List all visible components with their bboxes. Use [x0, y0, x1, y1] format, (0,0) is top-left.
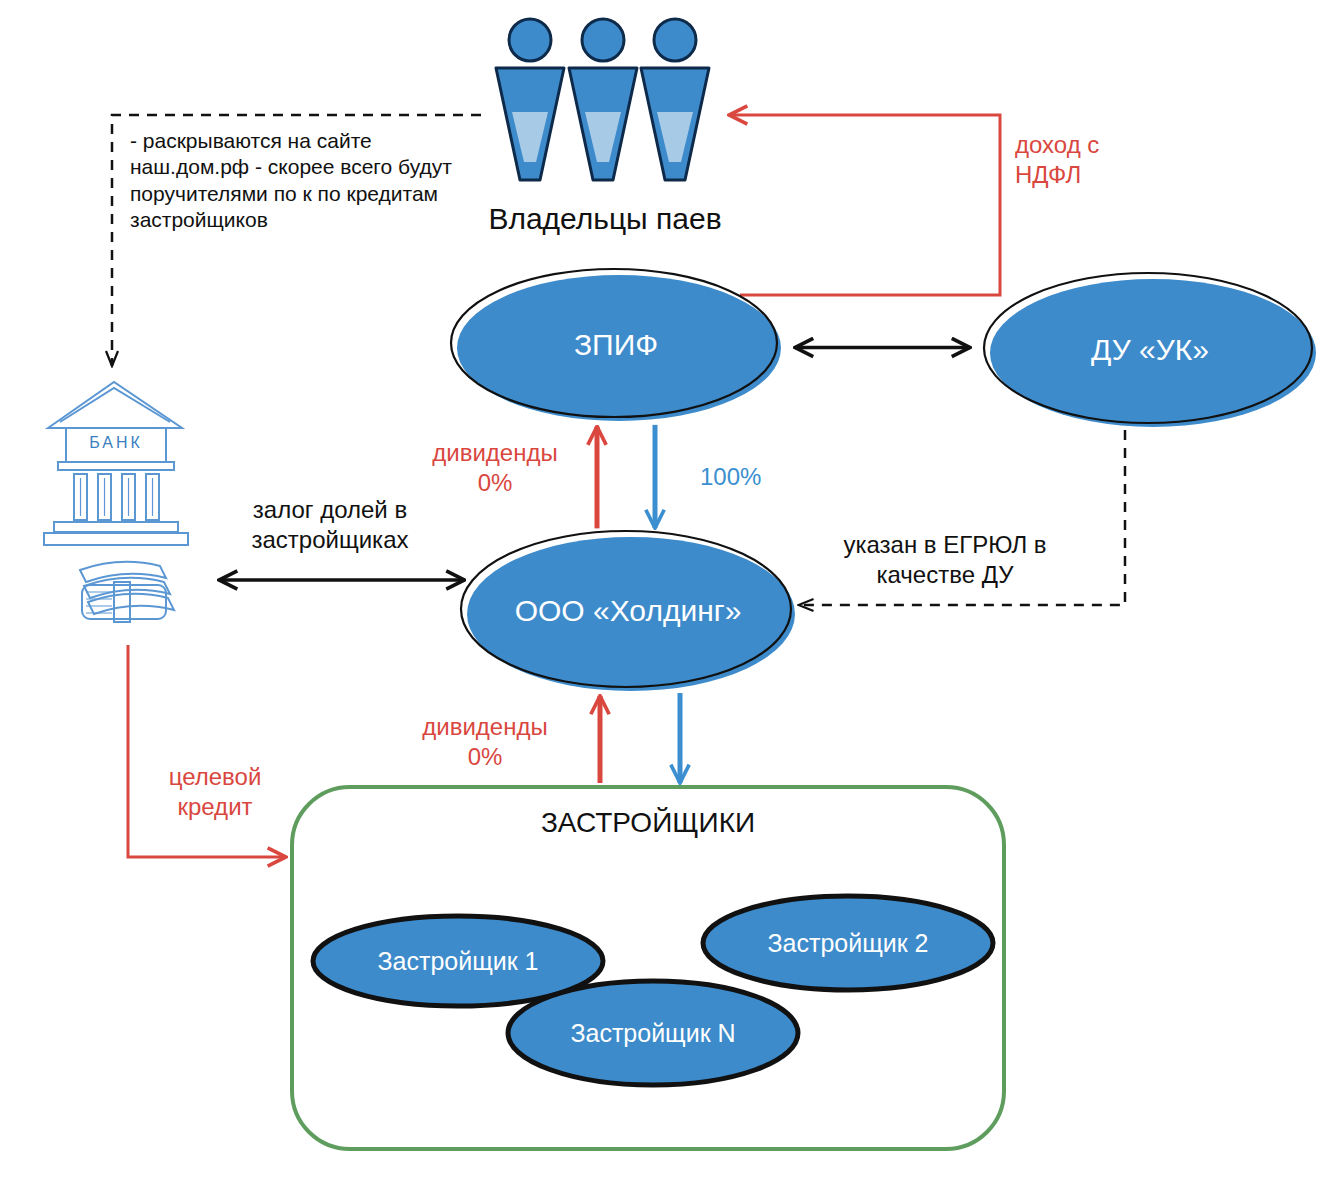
bank-column	[122, 474, 135, 520]
column-flute	[152, 478, 153, 516]
node-text: Владельцы паев	[485, 202, 725, 236]
edge-label: дивиденды 0%	[410, 712, 560, 772]
edge-label: доход с НДФЛ	[1015, 130, 1135, 190]
person-highlight	[512, 112, 548, 162]
node-text: БАНК	[70, 434, 162, 452]
bank-cornice	[58, 462, 174, 470]
connector	[799, 430, 1125, 605]
money-band	[114, 582, 130, 622]
ellipse-outline	[461, 531, 791, 687]
connector	[678, 693, 683, 783]
connector	[219, 578, 465, 582]
ellipse-fill	[703, 896, 993, 990]
edge-label: залог долей в застройщиках	[235, 495, 425, 555]
bank-node-outline	[40, 370, 205, 635]
person-highlight	[585, 112, 621, 162]
person-head	[654, 19, 696, 61]
person-body	[641, 68, 709, 180]
edge-label: указан в ЕГРЮЛ в качестве ДУ	[830, 530, 1060, 590]
money-line	[86, 599, 112, 600]
column-flute	[128, 478, 129, 516]
connector	[128, 645, 286, 857]
ellipse-outline	[984, 273, 1312, 423]
ellipse-outline	[451, 269, 777, 417]
node-text: ДУ «УК»	[1091, 333, 1209, 367]
money-line	[86, 606, 112, 607]
bank-column	[74, 474, 87, 520]
connector	[598, 696, 603, 783]
bank-column	[146, 474, 159, 520]
connector	[595, 426, 600, 528]
bank-roof	[48, 382, 182, 428]
node-text: Застройщик 1	[377, 947, 538, 976]
developer-ellipse: Застройщик 2	[699, 892, 997, 994]
bank-frieze	[66, 428, 166, 462]
money-stack	[82, 585, 166, 619]
entity-ellipse: ДУ «УК»	[983, 272, 1317, 428]
money-line	[86, 613, 112, 614]
column-flute	[104, 478, 105, 516]
edge-label: 100%	[700, 462, 790, 492]
money-line	[86, 592, 112, 593]
entity-ellipse: ЗПИФ	[450, 268, 782, 422]
node-text: ООО «Холдинг»	[515, 594, 742, 628]
person-head	[509, 19, 551, 61]
developers-group: ЗАСТРОЙЩИКИ Застройщик 1 Застройщик 2 Застр…	[290, 785, 1006, 1151]
bank-step	[44, 533, 188, 545]
connector	[653, 425, 658, 528]
person-body	[569, 68, 637, 180]
node-text: Застройщик 2	[767, 929, 928, 958]
node-text: ЗАСТРОЙЩИКИ	[294, 807, 1002, 839]
connector	[795, 346, 970, 350]
edge-label: целевой кредит	[160, 762, 270, 822]
person-head	[582, 19, 624, 61]
edge-label: дивиденды 0%	[420, 438, 570, 498]
bank-node: БАНК	[40, 370, 205, 635]
ellipse-fill	[508, 981, 798, 1085]
node-text: ЗПИФ	[574, 328, 658, 362]
column-flute	[80, 478, 81, 516]
person-highlight	[657, 112, 693, 162]
bank-step	[54, 522, 178, 532]
connector	[112, 115, 481, 366]
entity-ellipse: ООО «Холдинг»	[460, 530, 796, 692]
person-body	[496, 68, 564, 180]
developer-ellipse: Застройщик N	[504, 977, 802, 1089]
bank-column	[98, 474, 111, 520]
shareholders-node: Владельцы паев	[485, 12, 725, 240]
bank-roof-inner	[60, 388, 170, 422]
connector	[729, 115, 1000, 295]
node-text: Застройщик N	[570, 1019, 735, 1048]
edge-label: - раскрываются на сайте наш.дом.рф - ско…	[130, 128, 460, 233]
